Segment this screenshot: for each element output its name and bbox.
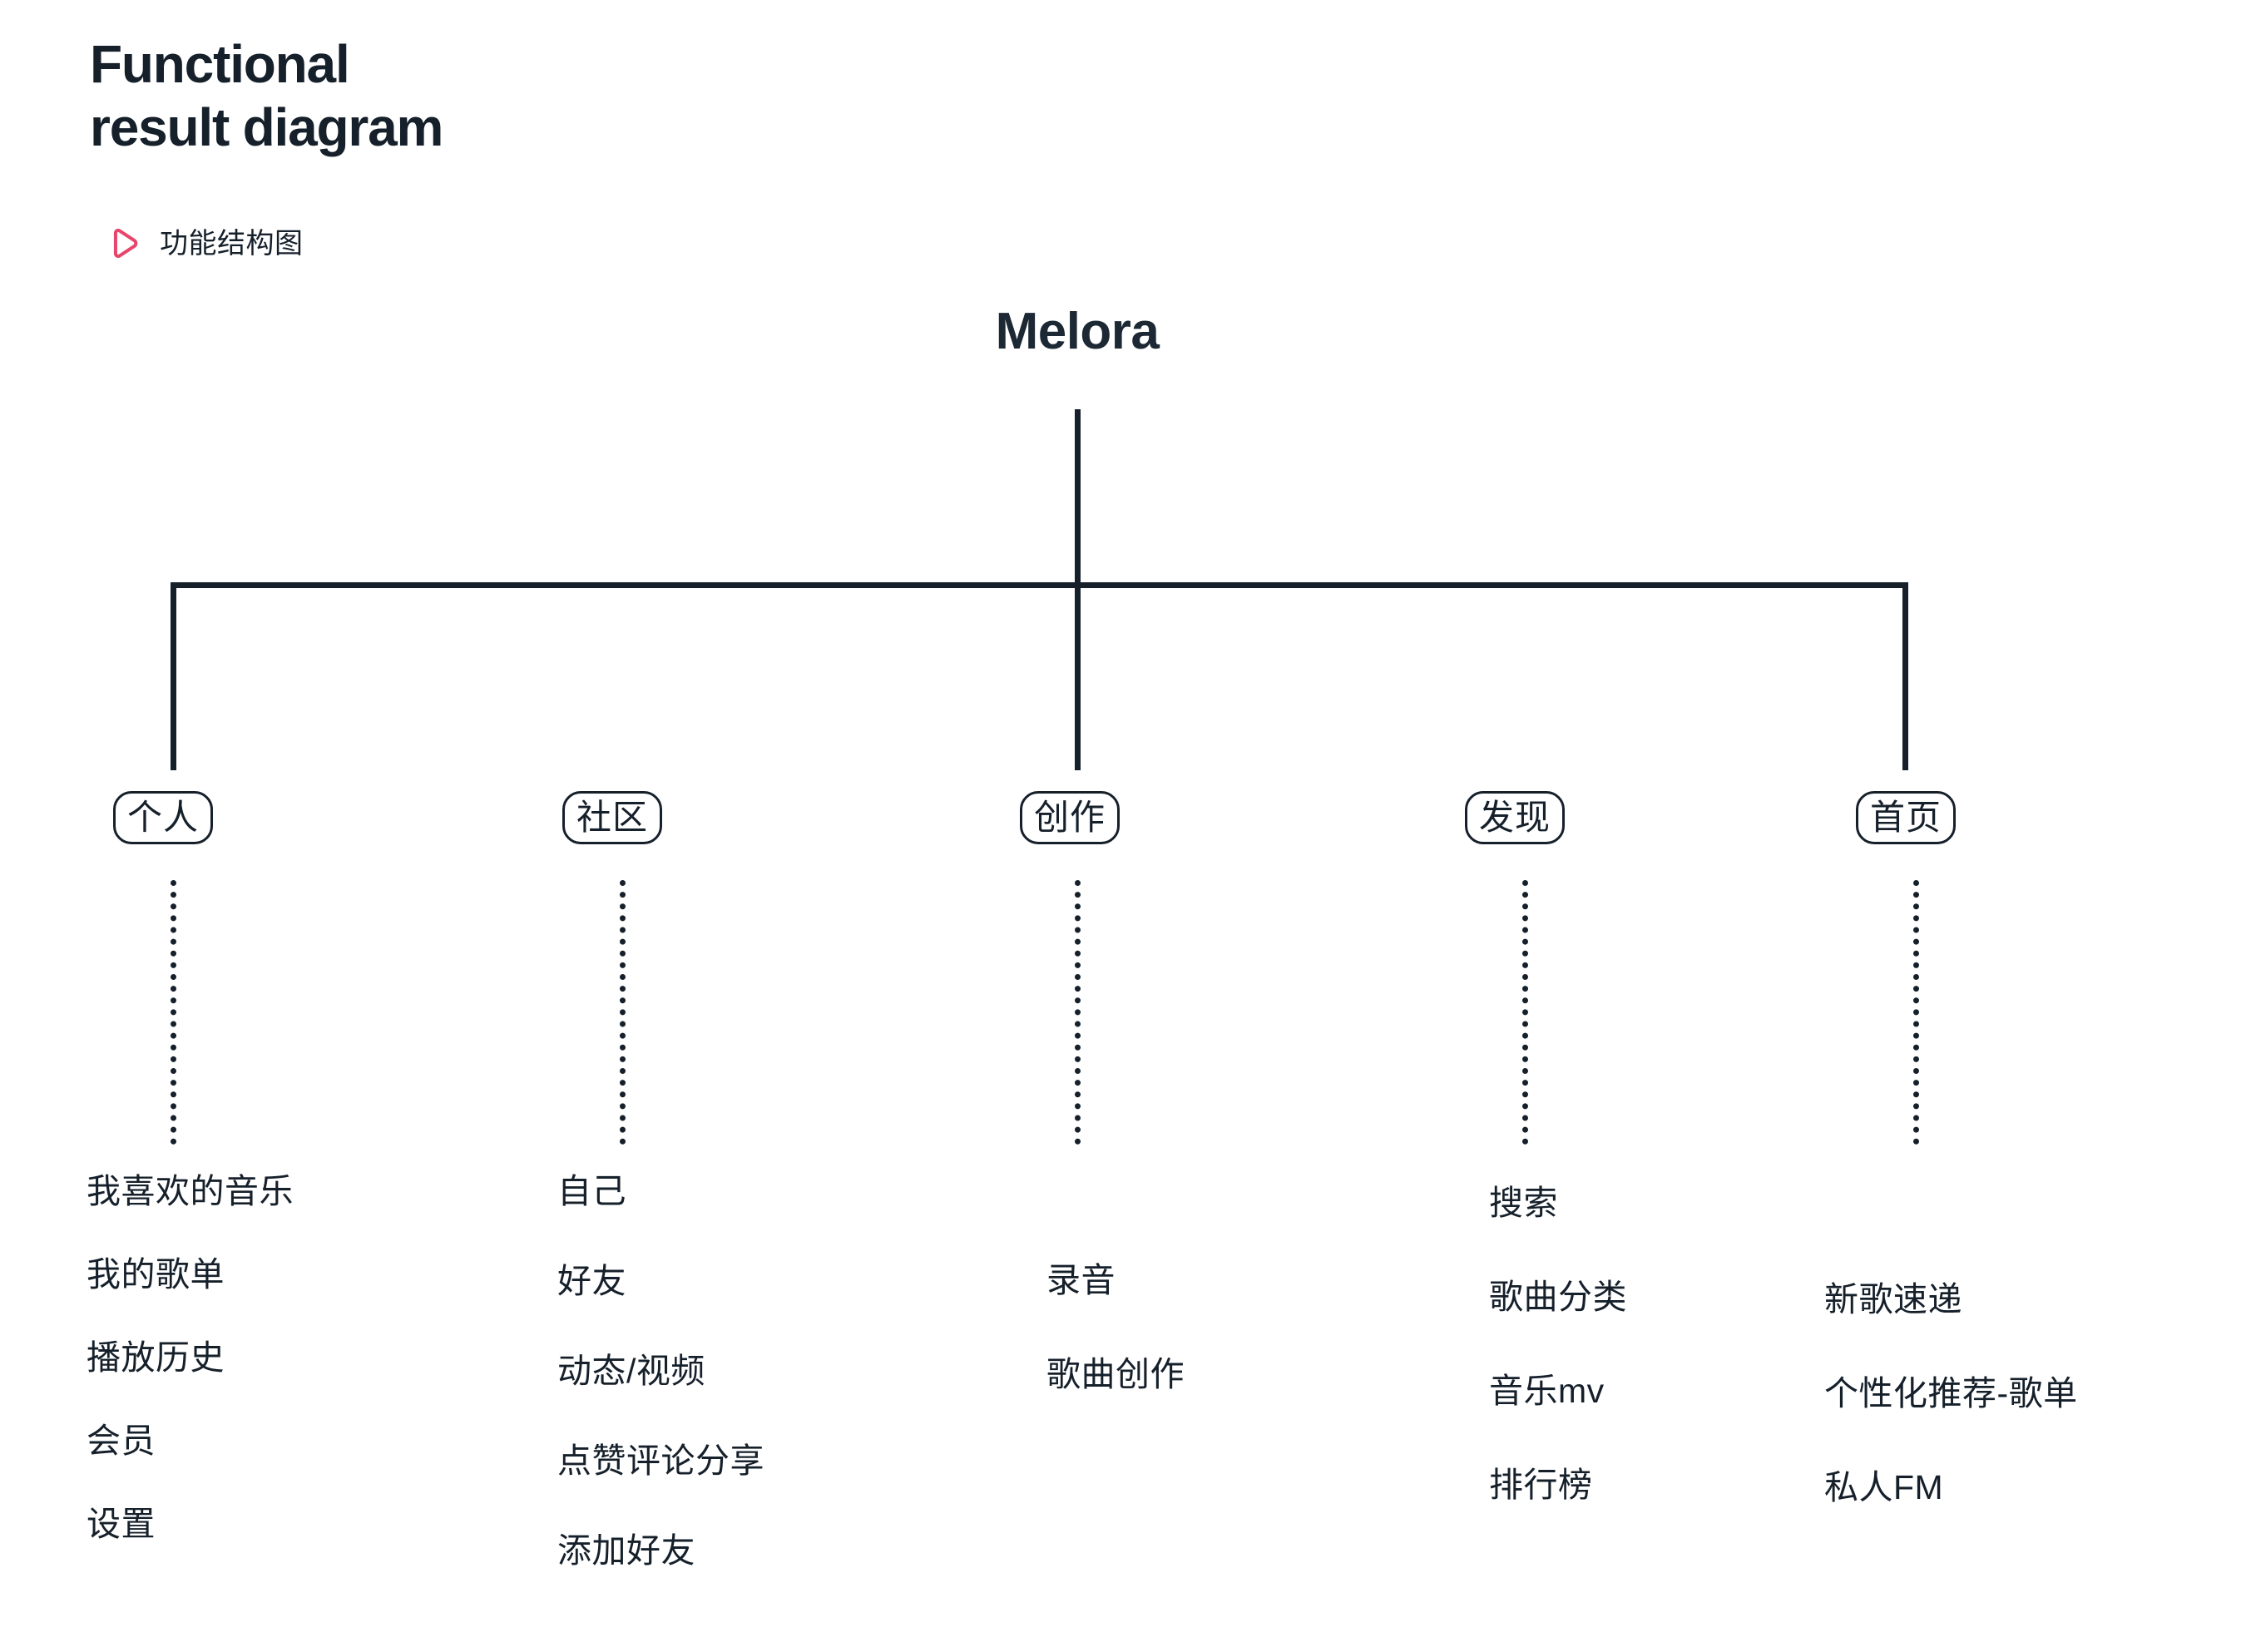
connector-center-stem (1075, 409, 1081, 770)
leaf-item[interactable]: 自己 (557, 1172, 626, 1210)
node-label-create: 创作 (1034, 798, 1106, 837)
leaf-item[interactable]: 搜索 (1489, 1184, 1558, 1222)
dotted-connector-create (1075, 880, 1081, 1145)
leaf-column-home: 新歌速递 个性化推荐-歌单 私人FM (1824, 1271, 2078, 1509)
leaf-column-community: 自己 好友 动态/视频 点赞评论分享 添加好友 (557, 1163, 764, 1572)
leaf-item[interactable]: 音乐mv (1489, 1372, 1605, 1410)
node-label-personal: 个人 (127, 798, 200, 837)
leaf-item[interactable]: 播放历史 (87, 1338, 225, 1377)
leaf-item[interactable]: 歌曲分类 (1489, 1278, 1627, 1316)
subtitle-text: 功能结构图 (160, 228, 304, 260)
connector-horizontal-bus (173, 582, 1908, 588)
leaf-item[interactable]: 私人FM (1824, 1468, 1944, 1506)
node-discover[interactable]: 发现 (1465, 791, 1566, 844)
leaf-item[interactable]: 会员 (87, 1422, 156, 1460)
dotted-connector-home (1913, 880, 1919, 1145)
page-title: Functional result diagram (90, 33, 839, 159)
leaf-item[interactable]: 排行榜 (1489, 1466, 1593, 1504)
leaf-item[interactable]: 我的歌单 (87, 1255, 225, 1293)
leaf-item[interactable]: 歌曲创作 (1046, 1355, 1185, 1393)
subtitle-row: 功能结构图 (106, 226, 304, 261)
node-community[interactable]: 社区 (562, 791, 663, 844)
node-personal[interactable]: 个人 (113, 791, 214, 844)
dotted-connector-personal (171, 880, 176, 1145)
leaf-item[interactable]: 个性化推荐-歌单 (1824, 1374, 2078, 1412)
page-title-line-2: result diagram (90, 96, 443, 157)
leaf-item[interactable]: 录音 (1046, 1261, 1116, 1299)
play-triangle-outline-icon (113, 228, 138, 259)
connector-drop-left (171, 582, 176, 770)
node-home[interactable]: 首页 (1856, 791, 1957, 844)
leaf-item[interactable]: 好友 (557, 1262, 626, 1300)
leaf-column-discover: 搜索 歌曲分类 音乐mv 排行榜 (1489, 1175, 1627, 1506)
leaf-item[interactable]: 点赞评论分享 (557, 1442, 764, 1480)
node-create[interactable]: 创作 (1020, 791, 1121, 844)
node-label-home: 首页 (1870, 798, 1942, 837)
root-node-melora: Melora (995, 303, 1160, 360)
leaf-item[interactable]: 新歌速递 (1824, 1280, 1962, 1318)
node-label-discover: 发现 (1479, 798, 1551, 837)
dotted-connector-community (620, 880, 626, 1145)
page-title-line-1: Functional (90, 34, 350, 94)
dotted-connector-discover (1522, 880, 1528, 1145)
leaf-item[interactable]: 添加好友 (557, 1531, 695, 1570)
leaf-item[interactable]: 设置 (87, 1505, 156, 1543)
leaf-item[interactable]: 我喜欢的音乐 (87, 1172, 294, 1210)
leaf-column-personal: 我喜欢的音乐 我的歌单 播放历史 会员 设置 (87, 1163, 294, 1546)
leaf-column-create: 录音 歌曲创作 (1046, 1252, 1185, 1396)
node-label-community: 社区 (576, 798, 649, 837)
leaf-item[interactable]: 动态/视频 (557, 1352, 705, 1390)
connector-drop-right (1902, 582, 1908, 770)
